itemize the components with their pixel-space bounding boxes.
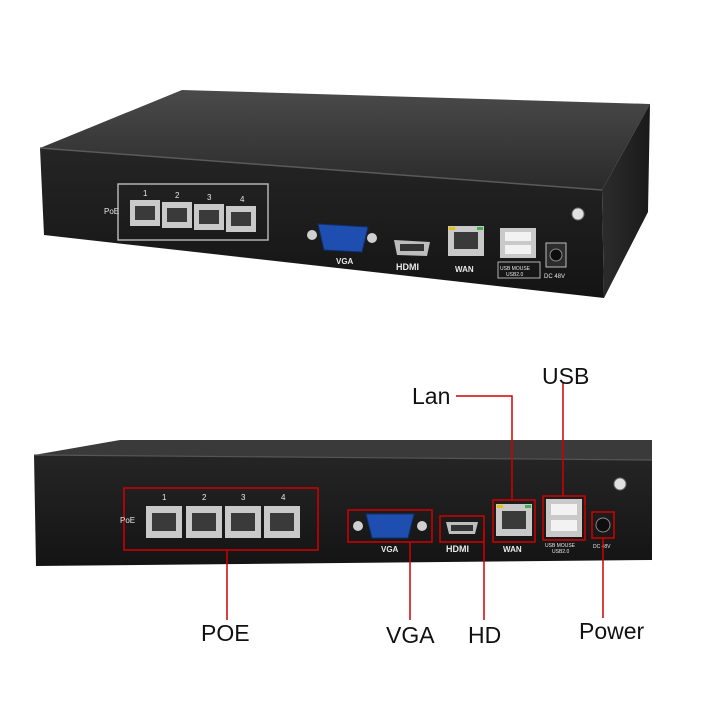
port-number-4: 4 <box>281 493 286 502</box>
usb-ports: USB MOUSE USB2.0 <box>545 499 582 555</box>
lan-callout-label: Lan <box>412 383 450 409</box>
hdmi-label: HDMI <box>396 262 419 272</box>
chassis-front-panel <box>40 148 604 298</box>
lan-highlight-box <box>492 499 536 543</box>
port-number-3: 3 <box>241 493 246 502</box>
power-jack: DC 48V <box>544 207 585 280</box>
power-label: DC 48V <box>544 274 565 280</box>
power-callout-label: Power <box>579 618 645 644</box>
poe-label: PoE <box>120 516 135 525</box>
vga-label: VGA <box>381 545 399 554</box>
usb-sub-label: USB2.0 <box>506 272 523 278</box>
power-label: DC 48V <box>593 544 611 550</box>
vga-highlight-box <box>347 509 433 543</box>
vga-label: VGA <box>336 257 354 266</box>
hdmi-port: HDMI <box>446 522 478 554</box>
vga-callout-label: VGA <box>386 622 435 648</box>
chassis-front-panel <box>34 455 652 566</box>
hdmi-label: HDMI <box>446 544 469 554</box>
poe-ethernet-port <box>130 200 256 232</box>
usb-callout-label: USB <box>542 363 589 389</box>
vga-port: VGA <box>307 223 377 266</box>
usb-sub-label: USB2.0 <box>552 549 569 555</box>
power-jack: DC 48V <box>593 477 627 550</box>
chassis-top-surface <box>40 90 650 190</box>
port-number-2: 2 <box>202 493 207 502</box>
wan-port: WAN <box>496 504 532 554</box>
hd-callout-label: HD <box>468 622 501 648</box>
callout-lines <box>226 382 604 620</box>
port-number-2: 2 <box>175 191 180 200</box>
port-number-1: 1 <box>143 189 148 198</box>
poe-highlight-box <box>123 487 319 551</box>
chassis-top-surface <box>34 440 652 460</box>
poe-callout-label: POE <box>201 620 250 646</box>
wan-port: WAN <box>448 226 484 274</box>
usb-highlight-box <box>542 495 586 541</box>
usb-label: USB MOUSE <box>545 543 576 549</box>
port-number-3: 3 <box>207 193 212 202</box>
bottom-device-view: PoE 1 2 3 4 VGA HDMI <box>33 363 653 648</box>
usb-label: USB MOUSE <box>500 266 531 272</box>
poe-ethernet-port <box>146 506 300 538</box>
hdmi-port: HDMI <box>394 240 430 272</box>
chassis-side-panel <box>602 104 650 298</box>
ground-screw-icon <box>613 477 627 491</box>
port-number-4: 4 <box>240 195 245 204</box>
port-number-1: 1 <box>162 493 167 502</box>
poe-label: PoE <box>104 207 119 216</box>
lan-callout-line <box>456 395 513 500</box>
wan-label: WAN <box>455 265 474 274</box>
vga-port: VGA <box>353 513 427 554</box>
ground-screw-icon <box>571 207 585 221</box>
usb-ports: USB MOUSE USB2.0 <box>497 228 541 279</box>
poe-port-group: PoE 1 2 3 4 <box>120 493 300 538</box>
poe-port-group: PoE 1 2 3 4 <box>104 183 269 241</box>
wan-label: WAN <box>503 545 522 554</box>
top-device-view: PoE 1 2 3 4 VGA HDMI <box>39 90 650 298</box>
